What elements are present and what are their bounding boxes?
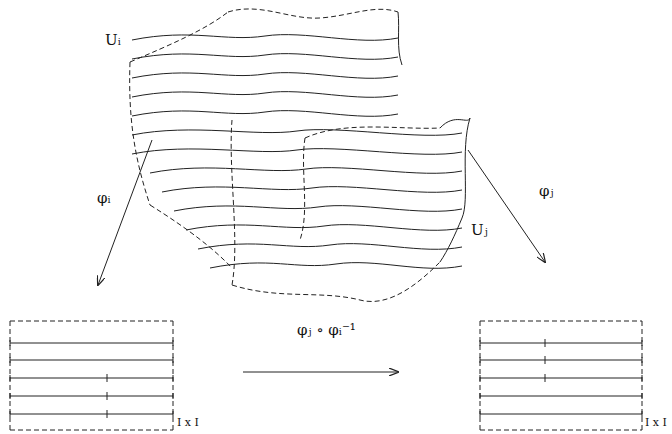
- patch-edge: [130, 12, 228, 62]
- math-label: I x I: [176, 417, 200, 429]
- plaque-edge: [10, 321, 11, 430]
- leaf: [210, 263, 462, 269]
- patch-edge: [440, 118, 470, 262]
- plaque-edge: [173, 321, 174, 430]
- leaf: [132, 35, 398, 41]
- math-label: φⱼ ∘ φᵢ⁻¹: [296, 322, 357, 339]
- leaf-break: [107, 374, 108, 382]
- leaf-break: [545, 374, 546, 382]
- patch-edge: [440, 118, 470, 128]
- plaque-line: [480, 360, 642, 361]
- plaque-line: [10, 430, 173, 431]
- math-label: Uᵢ: [104, 32, 122, 49]
- map-arrow: [98, 140, 152, 285]
- plaque-line: [480, 321, 642, 322]
- leaf: [132, 54, 398, 60]
- leaf-break: [107, 392, 108, 400]
- math-label: φⱼ: [538, 183, 554, 200]
- leaf: [132, 73, 398, 79]
- patch-edge: [232, 262, 440, 301]
- patch-edge: [398, 12, 402, 65]
- leaf: [198, 244, 462, 250]
- patch-edge: [228, 9, 398, 18]
- plaque-line: [10, 343, 173, 344]
- leaf-break: [107, 410, 108, 418]
- plaque-line: [10, 360, 173, 361]
- plaque-line: [480, 396, 642, 397]
- math-label: φᵢ: [96, 190, 112, 207]
- plaque-line: [10, 414, 173, 415]
- plaque-line: [480, 414, 642, 415]
- leaf: [132, 111, 398, 117]
- leaf: [132, 130, 462, 136]
- leaf-curves: [132, 35, 462, 269]
- map-arrow: [243, 372, 398, 373]
- plaque-line: [480, 430, 642, 431]
- leaf: [186, 225, 462, 231]
- plaque-line: [480, 343, 642, 344]
- math-label: Uⱼ: [470, 222, 489, 239]
- plaque-line: [10, 321, 173, 322]
- leaf-break: [545, 356, 546, 364]
- plaque-line: [480, 378, 642, 379]
- plaque-edge: [642, 321, 643, 430]
- map-arrow: [468, 150, 545, 262]
- math-label: I x I: [644, 417, 668, 429]
- patch-edge: [231, 120, 235, 285]
- plaque-line: [10, 378, 173, 379]
- leaf: [174, 206, 462, 212]
- chart-squares: [10, 321, 642, 430]
- leaf: [150, 168, 462, 174]
- plaque-edge: [480, 321, 481, 430]
- leaf: [132, 149, 462, 155]
- leaf: [132, 92, 398, 98]
- patch-edge: [150, 205, 232, 268]
- leaf: [162, 187, 462, 193]
- plaque-line: [10, 396, 173, 397]
- leaf-break: [545, 339, 546, 347]
